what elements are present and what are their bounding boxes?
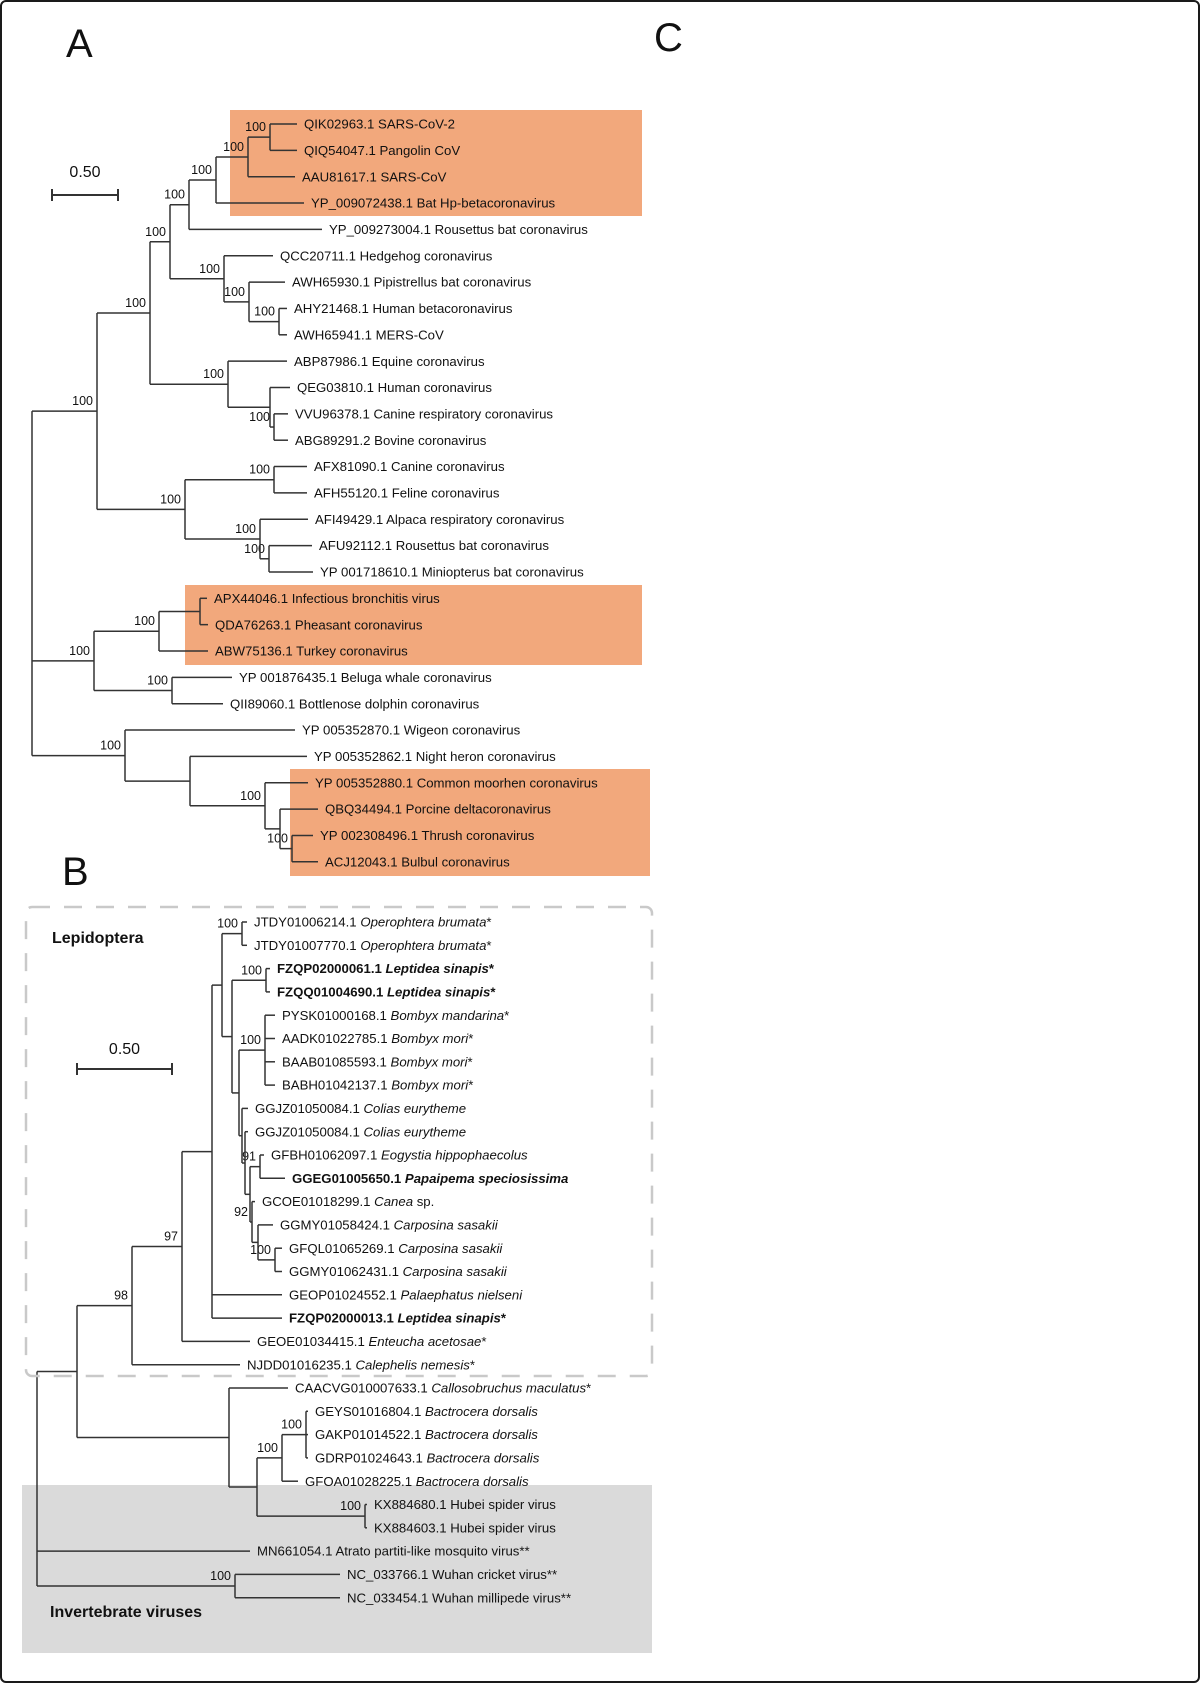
panel-a-label: A	[66, 22, 93, 66]
lepidoptera-dashed-box	[24, 905, 654, 1378]
taxon-label: GEOP01024552.1 Palaephatus nielseni	[289, 1287, 523, 1302]
taxon-label: FZQQ01004690.1 Leptidea sinapis*	[277, 985, 496, 1000]
bootstrap-support: 100	[224, 285, 245, 299]
bootstrap-support: 100	[199, 262, 220, 276]
taxon-label: NJDD01016235.1 Calephelis nemesis*	[247, 1357, 475, 1372]
taxon-label: AWH65930.1 Pipistrellus bat coronavirus	[292, 275, 532, 290]
taxon-label: GFBH01062097.1 Eogystia hippophaecolus	[271, 1148, 528, 1163]
bootstrap-support: 100	[164, 188, 185, 202]
bootstrap-support: 100	[249, 410, 270, 424]
taxon-label: BAAB01085593.1 Bombyx mori*	[282, 1054, 473, 1069]
taxon-label: GCOE01018299.1 Canea sp.	[262, 1194, 434, 1209]
bootstrap-support: 100	[244, 542, 265, 556]
taxon-label: YP 005352862.1 Night heron coronavirus	[314, 749, 556, 764]
taxon-label: GGJZ01050084.1 Colias eurytheme	[255, 1124, 466, 1139]
taxon-label: YP 001876435.1 Beluga whale coronavirus	[239, 670, 492, 685]
taxon-label: AFU92112.1 Rousettus bat coronavirus	[319, 538, 549, 553]
taxon-label: PYSK01000168.1 Bombyx mandarina*	[282, 1008, 509, 1023]
bootstrap-support: 100	[125, 296, 146, 310]
taxon-label: VVU96378.1 Canine respiratory coronaviru…	[295, 406, 553, 421]
invertebrate-viruses-box	[22, 1485, 652, 1653]
taxon-label: AWH65941.1 MERS-CoV	[294, 327, 444, 342]
bootstrap-support: 100	[69, 644, 90, 658]
bootstrap-support: 100	[147, 674, 168, 688]
bootstrap-support: 97	[164, 1230, 178, 1244]
taxon-label: GFQL01065269.1 Carposina sasakii	[289, 1241, 503, 1256]
highlight-sars-clade	[230, 110, 642, 216]
highlight-ibv-clade	[185, 585, 642, 665]
taxon-label: AFH55120.1 Feline coronavirus	[314, 486, 500, 501]
bootstrap-support: 100	[240, 789, 261, 803]
bootstrap-support: 100	[160, 492, 181, 506]
taxon-label: GGMY01062431.1 Carposina sasakii	[289, 1264, 508, 1279]
bootstrap-support: 100	[235, 522, 256, 536]
bootstrap-support: 100	[257, 1441, 278, 1455]
taxon-label: AADK01022785.1 Bombyx mori*	[282, 1031, 473, 1046]
bootstrap-support: 100	[134, 614, 155, 628]
taxon-label: YP_009273004.1 Rousettus bat coronavirus	[329, 222, 588, 237]
taxon-label: YP 001718610.1 Miniopterus bat coronavir…	[320, 565, 584, 580]
taxon-label: GGJZ01050084.1 Colias eurytheme	[255, 1101, 466, 1116]
taxon-label: QCC20711.1 Hedgehog coronavirus	[280, 248, 493, 263]
bootstrap-support: 100	[72, 394, 93, 408]
taxon-label: JTDY01006214.1 Operophtera brumata*	[254, 915, 492, 930]
bootstrap-support: 100	[281, 1418, 302, 1432]
lepidoptera-group-label: Lepidoptera	[52, 930, 144, 947]
scalebar-b-label: 0.50	[108, 1041, 141, 1058]
taxon-label: GEOE01034415.1 Enteucha acetosae*	[257, 1334, 487, 1349]
taxon-label: AFI49429.1 Alpaca respiratory coronaviru…	[315, 512, 565, 527]
taxon-label: GDRP01024643.1 Bactrocera dorsalis	[315, 1451, 540, 1466]
taxon-label: ABG89291.2 Bovine coronavirus	[295, 433, 487, 448]
taxon-label: FZQP02000061.1 Leptidea sinapis*	[277, 961, 495, 976]
taxon-label: AHY21468.1 Human betacoronavirus	[294, 301, 513, 316]
bootstrap-support: 91	[242, 1150, 256, 1164]
taxon-label: QEG03810.1 Human coronavirus	[297, 380, 492, 395]
taxon-label: BABH01042137.1 Bombyx mori*	[282, 1078, 473, 1093]
panel-c-label: C	[654, 16, 683, 60]
taxon-label: GGMY01058424.1 Carposina sasakii	[280, 1218, 499, 1233]
taxon-label: JTDY01007770.1 Operophtera brumata*	[254, 938, 492, 953]
bootstrap-support: 100	[240, 1033, 261, 1047]
scalebar-a-label: 0.50	[69, 164, 101, 181]
taxon-label: QII89060.1 Bottlenose dolphin coronaviru…	[230, 696, 480, 711]
bootstrap-support: 100	[241, 963, 262, 977]
bootstrap-support: 100	[249, 463, 270, 477]
bootstrap-support: 100	[217, 917, 238, 931]
bootstrap-support: 100	[203, 367, 224, 381]
taxon-label: ABP87986.1 Equine coronavirus	[294, 354, 485, 369]
taxon-label: CAACVG010007633.1 Callosobruchus maculat…	[295, 1381, 591, 1396]
taxon-label: FZQP02000013.1 Leptidea sinapis*	[289, 1311, 507, 1326]
taxon-label: YP 005352870.1 Wigeon coronavirus	[302, 723, 521, 738]
panel-b-label: B	[62, 850, 89, 894]
bootstrap-support: 98	[114, 1289, 128, 1303]
bootstrap-support: 100	[145, 225, 166, 239]
taxon-label: GEYS01016804.1 Bactrocera dorsalis	[315, 1404, 538, 1419]
invertebrate-group-label: Invertebrate viruses	[50, 1604, 203, 1621]
bootstrap-support: 100	[100, 739, 121, 753]
bootstrap-support: 100	[250, 1243, 271, 1257]
bootstrap-support: 100	[254, 305, 275, 319]
taxon-label: AFX81090.1 Canine coronavirus	[314, 459, 505, 474]
bootstrap-support: 100	[191, 163, 212, 177]
bootstrap-support: 92	[234, 1205, 248, 1219]
taxon-label: GGEG01005650.1 Papaipema speciosissima	[292, 1171, 568, 1186]
highlight-delta-clade	[290, 769, 650, 876]
taxon-label: GAKP01014522.1 Bactrocera dorsalis	[315, 1427, 538, 1442]
bootstrap-support: 100	[267, 832, 288, 846]
